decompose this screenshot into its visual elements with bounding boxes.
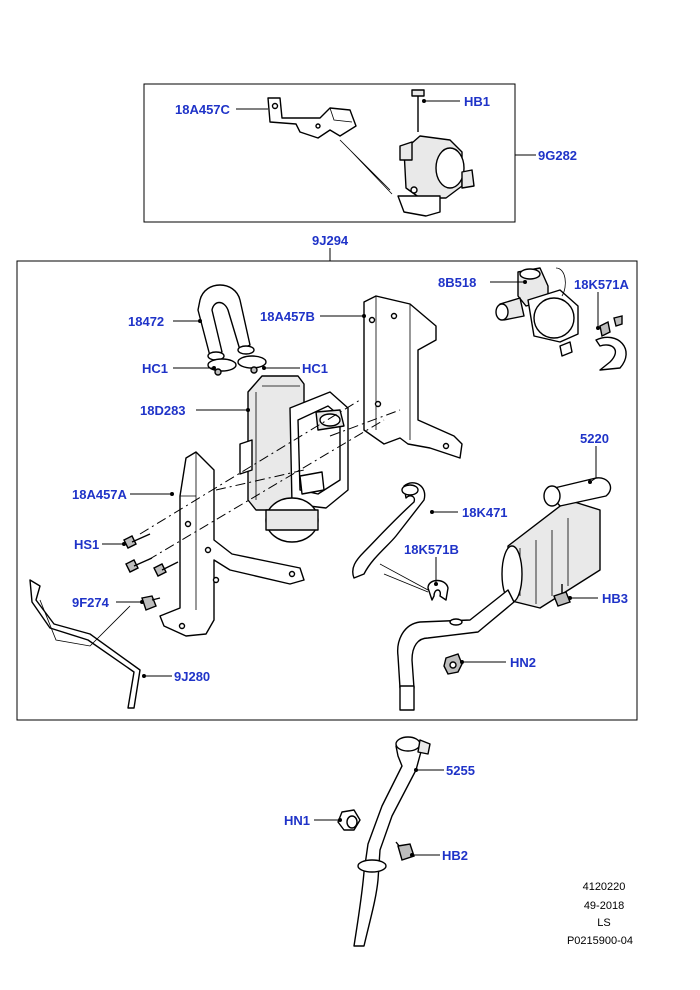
hose-clips-HC1: [207, 355, 267, 376]
assembly-centerlines: [139, 399, 401, 561]
footer-reference: 4120220 49-2018 LS P0215900-04: [567, 881, 633, 947]
hose-18K471: [352, 482, 426, 579]
nut-HN1: [337, 809, 361, 831]
callout-5255: 5255: [446, 763, 475, 778]
callout-8B518: 8B518: [438, 275, 476, 290]
tailpipe-5255: [353, 736, 431, 947]
footer-line-4: P0215900-04: [567, 935, 633, 947]
bracket-18A457C: [267, 97, 393, 195]
callout-HN1: HN1: [284, 813, 310, 828]
callout-18D283: 18D283: [140, 403, 186, 418]
callout-HN2: HN2: [510, 655, 536, 670]
callout-9G282: 9G282: [538, 148, 577, 163]
valve-9G282: [397, 89, 475, 217]
callout-9J280: 9J280: [174, 669, 210, 684]
bolt-HB3: [553, 584, 571, 607]
callout-18A457B: 18A457B: [260, 309, 315, 324]
callout-18K571A: 18K571A: [574, 277, 630, 292]
fuel-pipe-9J280: [29, 579, 161, 709]
callout-18K571B: 18K571B: [404, 542, 459, 557]
callout-HB2: HB2: [442, 848, 468, 863]
callout-HS1: HS1: [74, 537, 99, 552]
footer-line-1: 4120220: [583, 881, 626, 893]
callout-HC1-right: HC1: [302, 361, 328, 376]
callout-18472: 18472: [128, 314, 164, 329]
callout-18K471: 18K471: [462, 505, 508, 520]
callout-HC1-left: HC1: [142, 361, 168, 376]
main-assembly-box: [16, 248, 638, 721]
callout-HB1: HB1: [464, 94, 490, 109]
main-box-frame: [16, 260, 638, 721]
footer-line-3: LS: [597, 917, 610, 929]
callout-9J294: 9J294: [312, 233, 349, 248]
leader-lines: [102, 99, 600, 857]
pump-8B518: [495, 267, 579, 343]
callout-HB3: HB3: [602, 591, 628, 606]
bracket-18A457A: [159, 451, 305, 637]
clamp-18K571A: [559, 315, 627, 371]
callout-18A457A: 18A457A: [72, 487, 128, 502]
hose-18472: [197, 284, 255, 361]
top-box-frame: [143, 83, 516, 223]
nut-HN2: [443, 653, 463, 675]
bolt-HB2: [395, 841, 415, 861]
clamp-18K571B: [379, 563, 449, 601]
callout-labels: 18A457C HB1 9G282 9J294 8B518 18K571A 18…: [72, 94, 630, 863]
callout-9F274: 9F274: [72, 595, 110, 610]
bracket-18A457B: [363, 295, 463, 459]
heater-18D283: [239, 375, 349, 543]
callout-5220: 5220: [580, 431, 609, 446]
top-assembly-box: [143, 83, 536, 223]
screws-HS1: [123, 533, 179, 577]
footer-line-2: 49-2018: [584, 900, 624, 912]
callout-18A457C: 18A457C: [175, 102, 231, 117]
exhaust-5220: [397, 477, 612, 711]
